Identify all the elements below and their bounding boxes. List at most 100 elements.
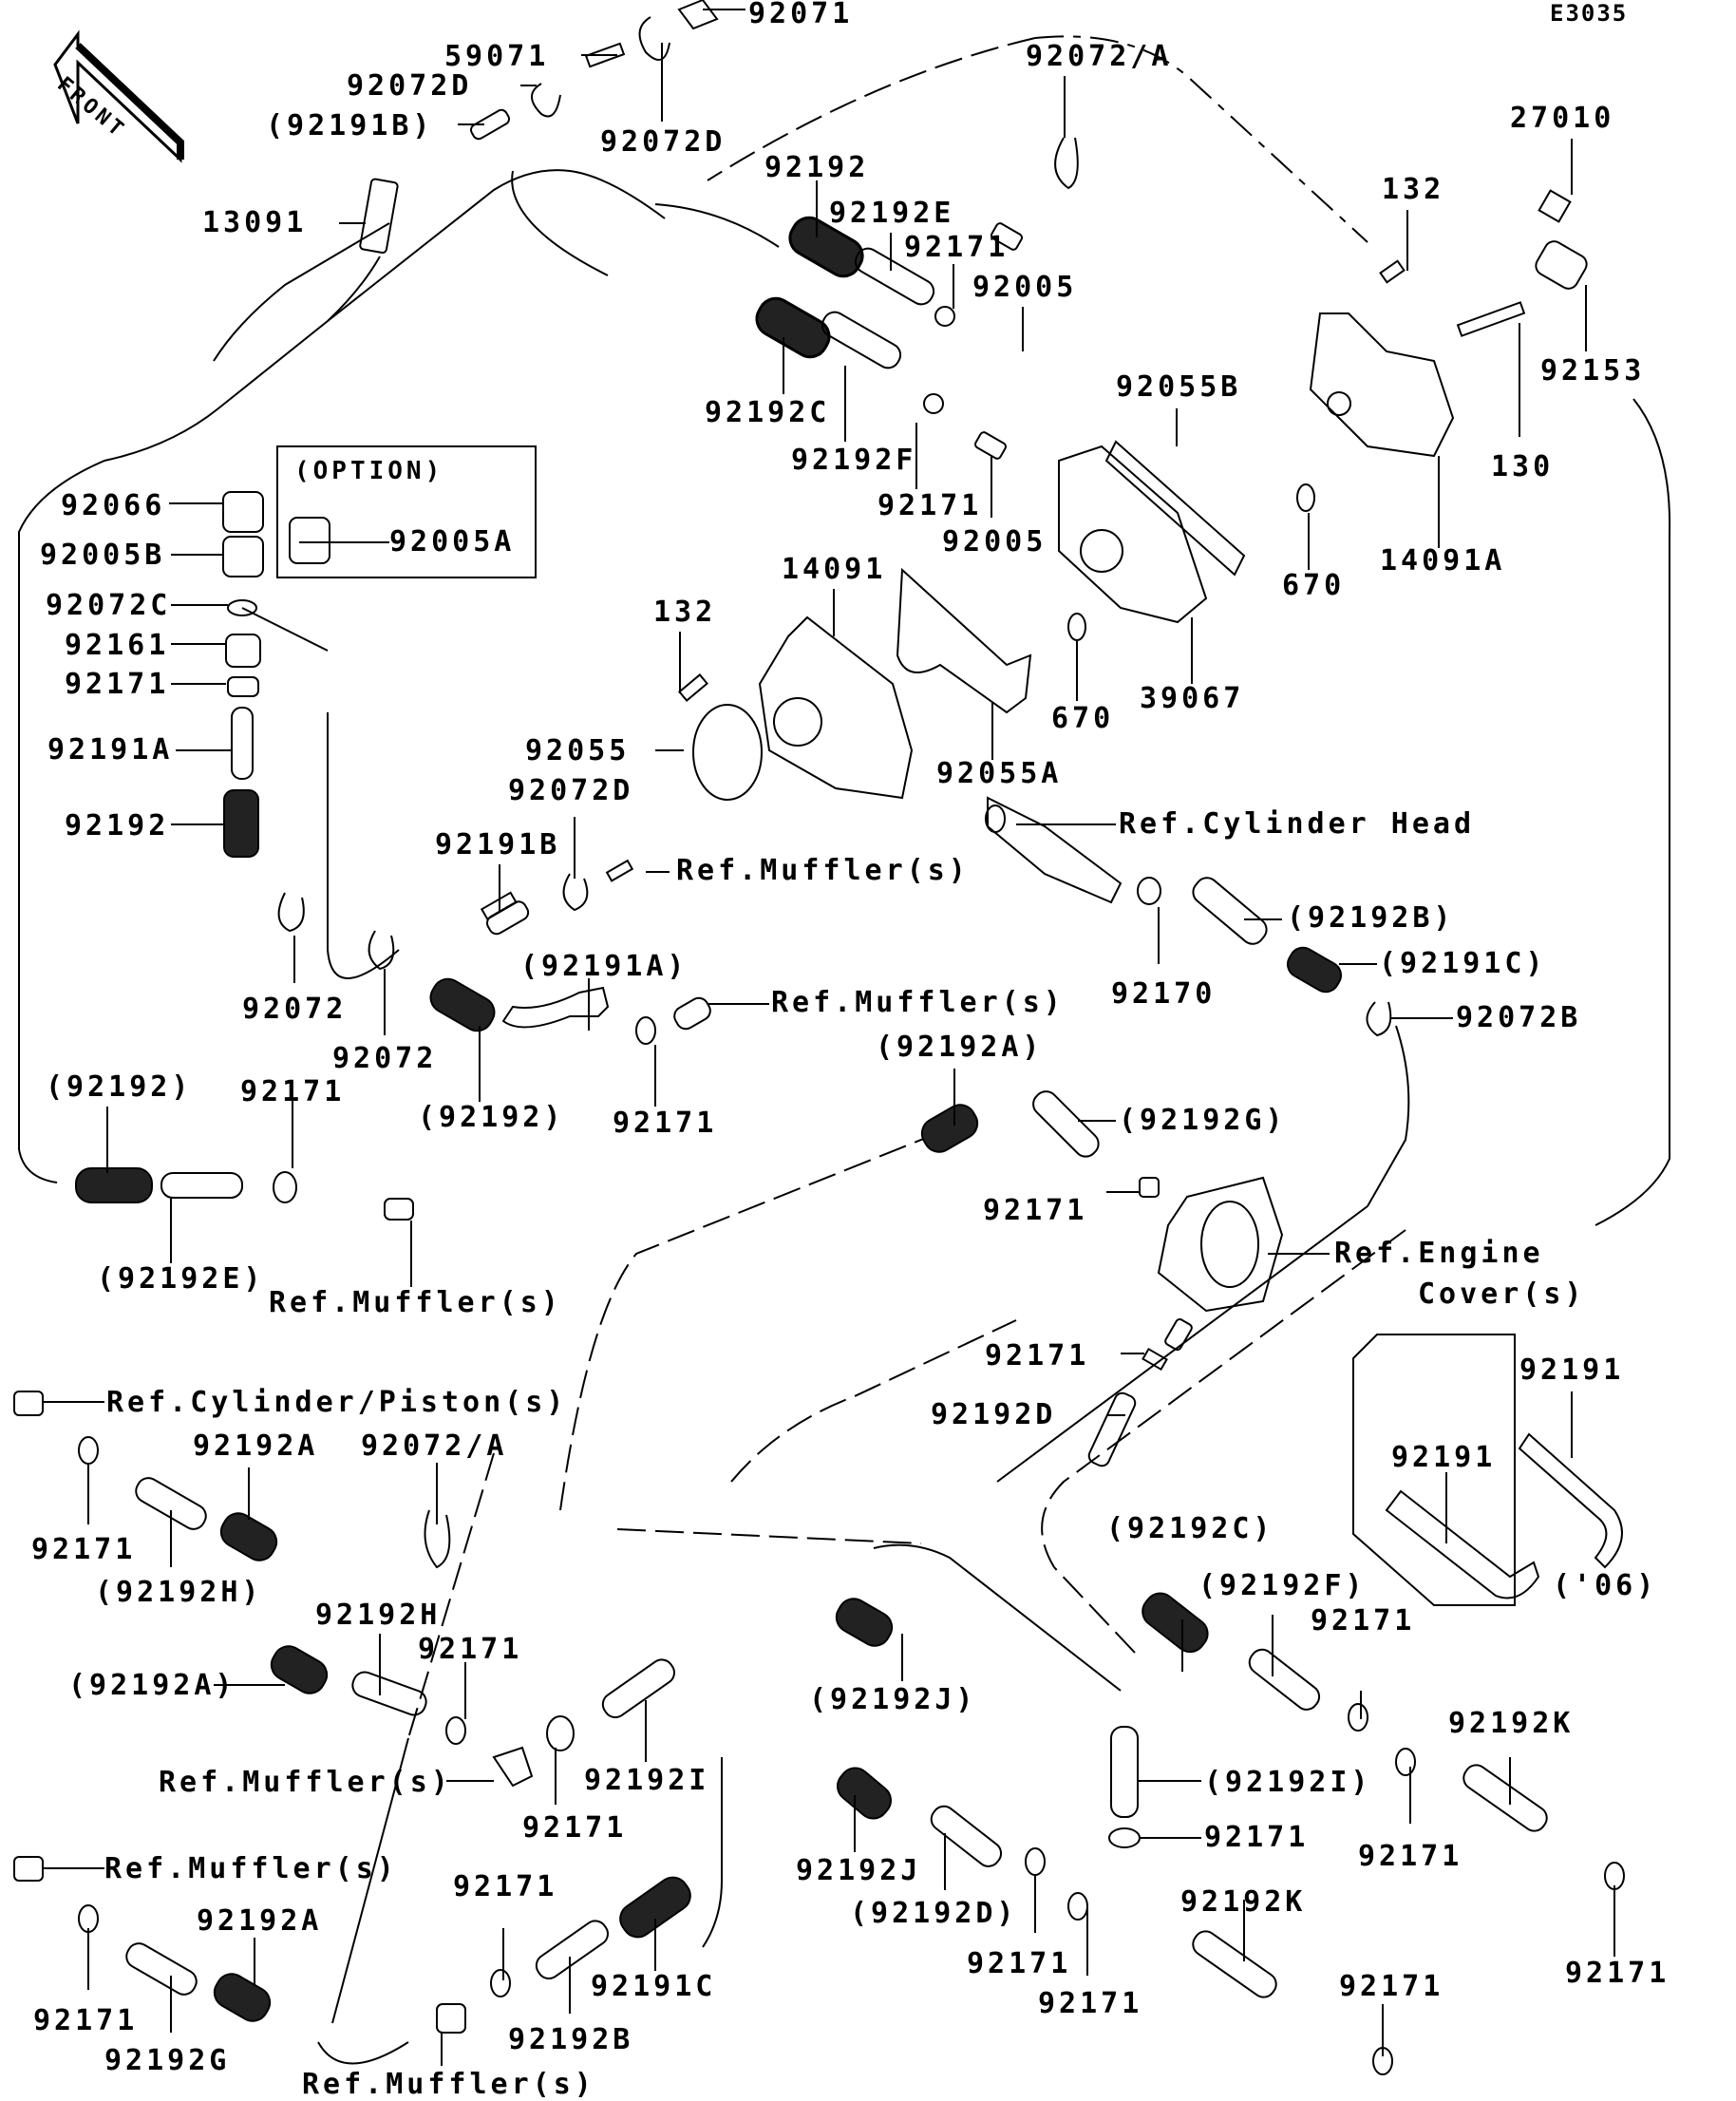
part-label[interactable]: 92171 <box>985 1339 1090 1372</box>
part-label[interactable]: (92192J) <box>809 1683 977 1716</box>
part-label[interactable]: 92192K <box>1180 1885 1307 1919</box>
part-label[interactable]: 92171 <box>904 231 1010 264</box>
part-label[interactable]: (92192A) <box>68 1669 236 1702</box>
part-label[interactable]: 92192K <box>1448 1707 1575 1740</box>
part-label[interactable]: 92153 <box>1540 354 1646 388</box>
part-label[interactable]: 92192E <box>829 197 955 230</box>
part-label[interactable]: 92055B <box>1116 370 1242 404</box>
part-label[interactable]: 92005 <box>972 271 1078 304</box>
part-label[interactable]: 92171 <box>1204 1821 1310 1854</box>
part-label[interactable]: 92171 <box>1311 1604 1416 1637</box>
part-label[interactable]: 92171 <box>31 1533 137 1566</box>
part-label[interactable]: 92072C <box>46 589 172 622</box>
part-label[interactable]: 92161 <box>65 629 170 662</box>
part-label[interactable]: 92072B <box>1456 1001 1582 1034</box>
part-label[interactable]: 92192A <box>197 1904 323 1938</box>
part-label[interactable]: 92171 <box>65 668 170 701</box>
part-label[interactable]: 92191A <box>47 733 174 767</box>
part-label[interactable]: 130 <box>1491 450 1555 483</box>
part-label[interactable]: 92192I <box>584 1764 710 1797</box>
part-label[interactable]: 92191C <box>591 1970 717 2003</box>
part-label[interactable]: (92192G) <box>1119 1104 1287 1137</box>
part-label[interactable]: 92171 <box>877 489 983 522</box>
part-label[interactable]: Ref.Muffler(s) <box>771 986 1065 1019</box>
part-label[interactable]: 92192 <box>65 809 170 842</box>
part-label[interactable]: 92171 <box>1565 1957 1670 1990</box>
part-label[interactable]: 92171 <box>967 1947 1072 1980</box>
part-label[interactable]: (92192A) <box>876 1031 1044 1064</box>
part-label[interactable]: (92192E) <box>97 1262 265 1296</box>
part-label[interactable]: 92171 <box>1038 1987 1143 2020</box>
part-label[interactable]: 92171 <box>33 2004 139 2037</box>
part-label[interactable]: 14091 <box>782 553 887 586</box>
part-label[interactable]: 132 <box>653 596 717 629</box>
part-label[interactable]: 92072D <box>347 69 473 103</box>
year-box-part-label-1: 92191 <box>1519 1353 1625 1387</box>
part-label[interactable]: Ref.Muffler(s) <box>302 2068 595 2101</box>
part-label[interactable]: 670 <box>1282 569 1346 602</box>
part-label[interactable]: Ref.Cylinder/Piston(s) <box>106 1386 568 1419</box>
part-label[interactable]: 92192C <box>705 396 831 429</box>
part-label[interactable]: 92192J <box>796 1854 922 1887</box>
part-label[interactable]: (92192C) <box>1106 1512 1274 1545</box>
part-label[interactable]: 92072D <box>508 774 634 807</box>
part-label[interactable]: 59071 <box>444 40 550 73</box>
part-label[interactable]: 13091 <box>202 206 308 239</box>
part-label[interactable]: Ref.Muffler(s) <box>104 1852 398 1885</box>
part-label[interactable]: Cover(s) <box>1418 1278 1586 1311</box>
part-label[interactable]: 92192B <box>508 2023 634 2056</box>
part-label[interactable]: 92072/A <box>1026 40 1173 73</box>
part-label[interactable]: (92192D) <box>850 1897 1018 1930</box>
part-label[interactable]: (92192F) <box>1198 1569 1367 1602</box>
hose-routing-lines <box>18 35 1671 2065</box>
part-label[interactable]: 92072 <box>242 993 348 1026</box>
part-label[interactable]: (92192B) <box>1287 901 1455 935</box>
part-label[interactable]: 92171 <box>453 1870 558 1903</box>
part-label[interactable]: 92191B <box>435 828 561 861</box>
part-label[interactable]: Ref.Muffler(s) <box>676 854 970 887</box>
part-label[interactable]: 92171 <box>522 1811 628 1845</box>
part-label[interactable]: 92072D <box>600 125 726 159</box>
part-label[interactable]: 92072 <box>332 1042 438 1075</box>
part-label[interactable]: 92005 <box>942 525 1047 558</box>
part-label[interactable]: 92055A <box>936 757 1063 790</box>
part-label[interactable]: 92072/A <box>361 1429 508 1463</box>
option-box-title: (OPTION) <box>294 457 444 485</box>
part-label[interactable]: 92171 <box>613 1107 718 1140</box>
part-label[interactable]: (92191A) <box>520 950 689 983</box>
part-label[interactable]: (92192) <box>46 1070 193 1104</box>
year-box-note: ('06) <box>1553 1569 1658 1602</box>
part-label[interactable]: Ref.Muffler(s) <box>159 1766 452 1799</box>
part-label[interactable]: 92005B <box>40 539 166 572</box>
part-label[interactable]: 92192G <box>104 2044 231 2077</box>
part-label[interactable]: (92191C) <box>1379 947 1547 980</box>
part-label[interactable]: Ref.Engine <box>1334 1237 1544 1270</box>
part-label[interactable]: 92171 <box>1358 1840 1463 1873</box>
part-label[interactable]: 92066 <box>61 489 166 522</box>
part-label[interactable]: 14091A <box>1380 544 1506 577</box>
part-label[interactable]: Ref.Muffler(s) <box>269 1286 562 1319</box>
part-label[interactable]: 92171 <box>418 1633 523 1666</box>
part-label[interactable]: 92071 <box>748 0 854 30</box>
part-label[interactable]: 92170 <box>1111 977 1217 1011</box>
part-label[interactable]: 27010 <box>1510 102 1615 135</box>
part-label[interactable]: 670 <box>1051 702 1115 735</box>
part-label[interactable]: 92171 <box>240 1075 346 1108</box>
part-label[interactable]: 92171 <box>983 1194 1088 1227</box>
part-label[interactable]: Ref.Cylinder Head <box>1119 807 1476 841</box>
part-label[interactable]: 39067 <box>1140 682 1245 715</box>
part-label[interactable]: 92192D <box>931 1398 1057 1431</box>
part-label[interactable]: (92192I) <box>1204 1766 1372 1799</box>
spring-hose <box>788 216 864 278</box>
part-label[interactable]: 92192F <box>791 444 917 477</box>
part-label[interactable]: 92171 <box>1339 1970 1444 2003</box>
part-label[interactable]: (92192H) <box>95 1576 263 1609</box>
part-label[interactable]: 92192A <box>193 1429 319 1463</box>
part-label[interactable]: (92192) <box>418 1101 565 1134</box>
part-label[interactable]: 92192 <box>764 151 870 184</box>
part-label[interactable]: 132 <box>1382 173 1445 206</box>
part-label[interactable]: (92191B) <box>266 109 434 142</box>
part-label[interactable]: 92192H <box>315 1599 442 1632</box>
part-label[interactable]: 92055 <box>525 734 631 767</box>
